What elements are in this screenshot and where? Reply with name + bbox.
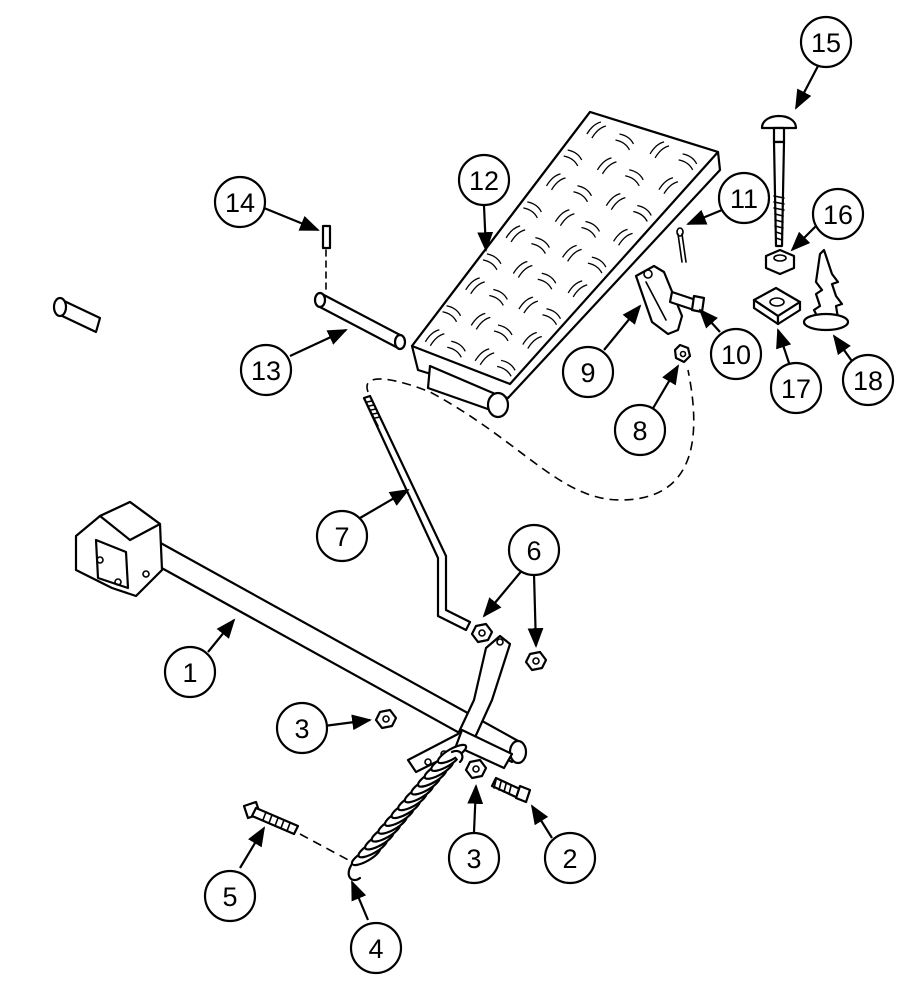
callout-5: 5 bbox=[203, 869, 257, 923]
tread-mark bbox=[562, 244, 582, 262]
tread-mark bbox=[581, 220, 601, 238]
tread-mark bbox=[678, 153, 698, 171]
callout-13: 13 bbox=[239, 343, 293, 397]
callout-2: 2 bbox=[543, 831, 597, 885]
tread-mark bbox=[563, 149, 583, 167]
tread-mark bbox=[493, 324, 513, 342]
callout-18: 18 bbox=[841, 353, 895, 407]
tread-mark bbox=[613, 228, 633, 246]
callout-16-label: 16 bbox=[823, 200, 853, 230]
part-10-clevis-pin bbox=[668, 290, 706, 314]
tread-mark bbox=[615, 133, 635, 151]
tread-mark bbox=[537, 272, 557, 290]
tread-mark bbox=[542, 308, 562, 326]
part-16-nut bbox=[764, 248, 796, 276]
callout-3-lower-label: 3 bbox=[466, 844, 481, 874]
tread-mark bbox=[496, 359, 516, 377]
part-2-bolt bbox=[490, 776, 532, 804]
callout-3-upper-label: 3 bbox=[294, 714, 309, 744]
callout-15: 15 bbox=[799, 15, 853, 69]
tread-mark bbox=[596, 157, 617, 175]
callout-9-label: 9 bbox=[580, 358, 595, 388]
callout-6-label: 6 bbox=[526, 536, 541, 566]
tread-mark bbox=[625, 169, 644, 187]
tread-mark bbox=[489, 288, 508, 306]
callout-5-label: 5 bbox=[222, 882, 237, 912]
tread-mark bbox=[531, 236, 550, 254]
tread-mark bbox=[512, 260, 533, 278]
callout-14: 14 bbox=[213, 175, 267, 229]
callout-15-label: 15 bbox=[811, 28, 841, 58]
part-11-cotter-pin bbox=[676, 227, 687, 263]
callout-1-label: 1 bbox=[182, 658, 197, 688]
part-9-clevis bbox=[634, 264, 684, 336]
part-1-cross-shaft bbox=[52, 296, 528, 765]
callout-6: 6 bbox=[507, 523, 561, 577]
part-14-roll-pin bbox=[321, 224, 332, 291]
part-5-bolt bbox=[242, 800, 353, 863]
callout-12-label: 12 bbox=[469, 166, 499, 196]
tread-mark bbox=[482, 253, 502, 271]
tread-mark bbox=[474, 348, 495, 366]
callout-17-label: 17 bbox=[781, 374, 811, 404]
tread-mark bbox=[567, 280, 588, 298]
tread-mark bbox=[573, 185, 593, 203]
part-4-spring bbox=[347, 743, 468, 882]
tread-mark bbox=[465, 277, 485, 295]
part-12-pedal bbox=[410, 110, 722, 419]
callout-17: 17 bbox=[769, 361, 823, 415]
callout-7-label: 7 bbox=[334, 522, 349, 552]
part-7-rod bbox=[362, 394, 472, 632]
callout-9: 9 bbox=[561, 345, 615, 399]
part-18-push-fastener bbox=[802, 248, 850, 332]
callout-13-label: 13 bbox=[251, 356, 281, 386]
callout-3-lower: 3 bbox=[447, 831, 501, 885]
part-17-square-nut bbox=[752, 286, 802, 326]
part-6-nuts bbox=[470, 622, 548, 672]
tread-mark bbox=[523, 201, 542, 219]
tread-mark bbox=[658, 177, 679, 195]
callout-3-upper: 3 bbox=[275, 701, 329, 755]
tread-mark bbox=[447, 340, 466, 358]
tread-mark bbox=[587, 256, 607, 274]
tread-mark bbox=[518, 296, 539, 314]
callout-18-label: 18 bbox=[853, 366, 883, 396]
tread-mark bbox=[605, 193, 626, 210]
part-8-nut bbox=[673, 343, 692, 364]
callout-10: 10 bbox=[709, 327, 763, 381]
part-3-nut-lower bbox=[464, 758, 488, 780]
callout-2-label: 2 bbox=[562, 844, 577, 874]
tread-mark bbox=[649, 141, 670, 159]
part-1-lever-arm bbox=[406, 634, 514, 774]
callout-8-label: 8 bbox=[632, 416, 647, 446]
callout-11: 11 bbox=[717, 171, 771, 225]
tread-mark bbox=[522, 331, 542, 349]
leader-lines bbox=[207, 65, 855, 921]
tread-mark bbox=[554, 209, 575, 227]
tread-mark bbox=[586, 121, 607, 139]
tread-mark bbox=[505, 225, 526, 243]
spring-coil bbox=[436, 743, 468, 765]
callout-14-label: 14 bbox=[225, 188, 255, 218]
callout-8: 8 bbox=[613, 403, 667, 457]
callout-1: 1 bbox=[163, 645, 217, 699]
callout-12: 12 bbox=[457, 153, 511, 207]
tread-mark bbox=[442, 305, 462, 323]
part-3-nut-upper bbox=[374, 708, 398, 730]
callout-10-label: 10 bbox=[721, 340, 751, 370]
callout-7: 7 bbox=[315, 509, 369, 563]
part-13-pivot-pin bbox=[313, 291, 407, 351]
callout-11-label: 11 bbox=[730, 184, 758, 214]
callout-4: 4 bbox=[349, 921, 403, 975]
callout-4-label: 4 bbox=[368, 934, 383, 964]
tread-mark bbox=[633, 204, 652, 222]
tread-mark bbox=[545, 173, 566, 191]
part-15-carriage-bolt bbox=[760, 115, 798, 248]
tread-mark bbox=[470, 312, 491, 330]
tread-mark bbox=[424, 329, 445, 347]
callout-16: 16 bbox=[811, 187, 865, 241]
